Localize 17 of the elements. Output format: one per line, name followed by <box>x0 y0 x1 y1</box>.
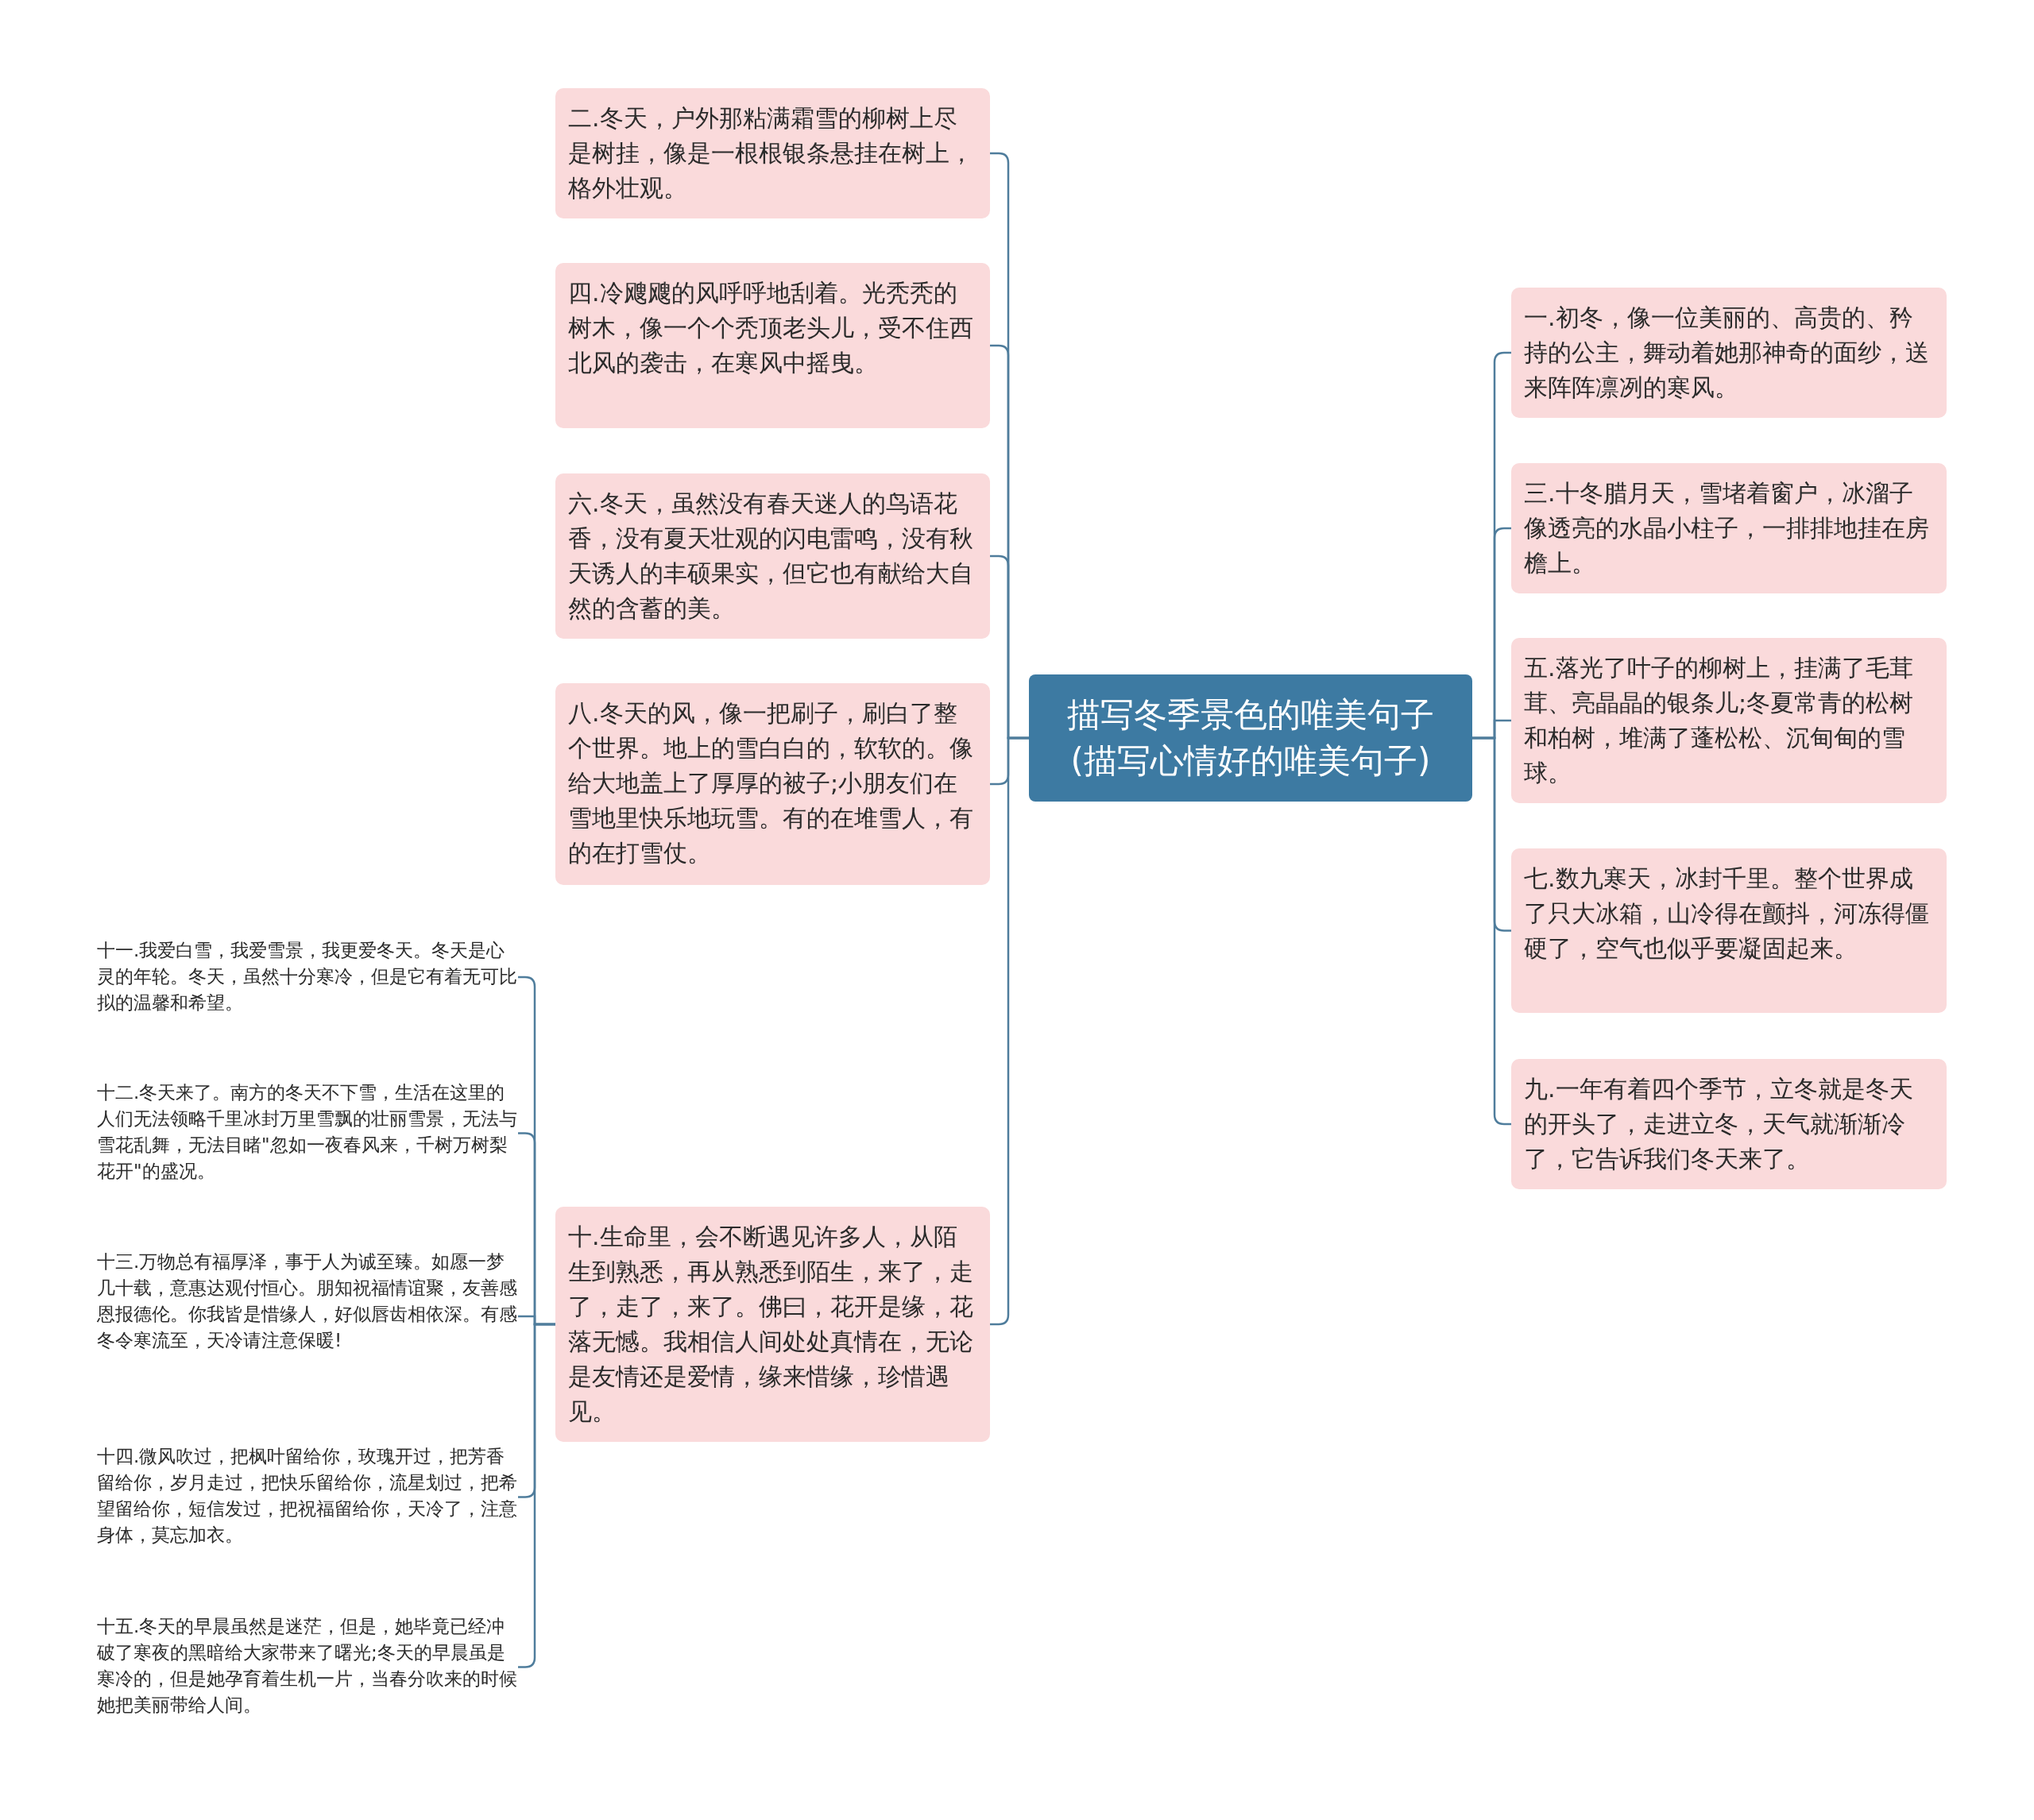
topic-box: 九.一年有着四个季节，立冬就是冬天的开头了，走进立冬，天气就渐渐冷了，它告诉我们冬天来了。 <box>1511 1059 1947 1189</box>
topic-box: 四.冷飕飕的风呼呼地刮着。光秃秃的树木，像一个个秃顶老头儿，受不住西北风的袭击，在寒风中摇曳。 <box>555 263 990 428</box>
topic-box: 八.冬天的风，像一把刷子，刷白了整个世界。地上的雪白白的，软软的。像给大地盖上了厚厚的被子;小朋友们在雪地里快乐地玩雪。有的在堆雪人，有的在打雪仗。 <box>555 683 990 885</box>
topic-box: 十.生命里，会不断遇见许多人，从陌生到熟悉，再从熟悉到陌生，来了，走了，走了，来了。佛曰，花开是缘，花落无憾。我相信人间处处真情在，无论是友情还是爱情，缘来惜缘，珍惜遇见。 <box>555 1207 990 1442</box>
topic-text: 十三.万物总有福厚泽，事于人为诚至臻。如愿一梦几十载，意惠达观付恒心。朋知祝福情谊聚，友善感恩报德伦。你我皆是惜缘人，好似唇齿相依深。有感冬令寒流至，天冷请注意保暖! <box>97 1249 518 1384</box>
topic-box: 二.冬天，户外那粘满霜雪的柳树上尽是树挂，像是一根根银条悬挂在树上，格外壮观。 <box>555 88 990 218</box>
topic-text: 十四.微风吹过，把枫叶留给你，玫瑰开过，把芳香留给你，岁月走过，把快乐留给你，流星划过，把希望留给你，短信发过，把祝福留给你，天冷了，注意身体，莫忘加衣。 <box>97 1443 518 1551</box>
topic-box: 六.冬天，虽然没有春天迷人的鸟语花香，没有夏天壮观的闪电雷鸣，没有秋天诱人的丰硕果实，但它也有献给大自然的含蓄的美。 <box>555 473 990 639</box>
topic-box: 五.落光了叶子的柳树上，挂满了毛茸茸、亮晶晶的银条儿;冬夏常青的松树和柏树，堆满了蓬松松、沉甸甸的雪球。 <box>1511 638 1947 803</box>
topic-text: 十五.冬天的早晨虽然是迷茫，但是，她毕竟已经冲破了寒夜的黑暗给大家带来了曙光;冬天的早晨虽是寒冷的，但是她孕育着生机一片，当春分吹来的时候她把美丽带给人间。 <box>97 1613 518 1721</box>
topic-text: 十二.冬天来了。南方的冬天不下雪，生活在这里的人们无法领略千里冰封万里雪飘的壮丽雪景，无法与雪花乱舞，无法目睹"忽如一夜春风来，千树万树梨花开"的盛况。 <box>97 1080 518 1187</box>
topic-box: 七.数九寒天，冰封千里。整个世界成了只大冰箱，山冷得在颤抖，河冻得僵硬了，空气也似乎要凝固起来。 <box>1511 848 1947 1013</box>
central-topic-box: 描写冬季景色的唯美句子(描写心情好的唯美句子) <box>1029 674 1472 802</box>
topic-box: 三.十冬腊月天，雪堵着窗户，冰溜子像透亮的水晶小柱子，一排排地挂在房檐上。 <box>1511 463 1947 593</box>
topic-text: 十一.我爱白雪，我爱雪景，我更爱冬天。冬天是心灵的年轮。冬天，虽然十分寒冷，但是它有着无可比拟的温馨和希望。 <box>97 937 518 1017</box>
topic-box: 一.初冬，像一位美丽的、高贵的、矜持的公主，舞动着她那神奇的面纱，送来阵阵凛冽的寒风。 <box>1511 288 1947 418</box>
connector-line <box>1472 736 1511 1126</box>
